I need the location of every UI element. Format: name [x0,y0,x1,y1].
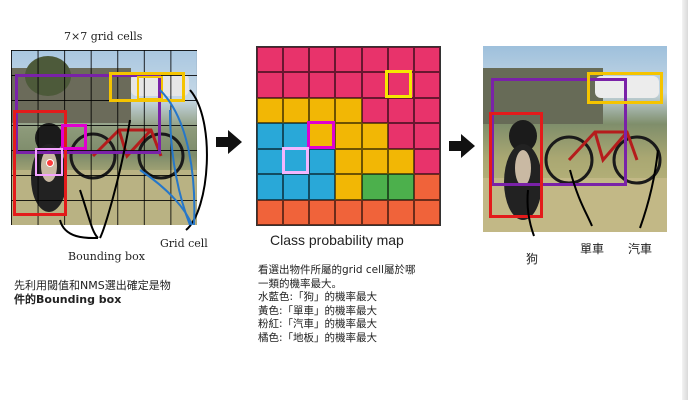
caption-left-line: 先利用閾值和NMS選出確定是物 [14,279,171,292]
caption-mid-line: 一類的機率最大。 [258,277,342,290]
grid-photo [11,50,197,225]
cpm-title: Class probability map [270,232,404,248]
caption-middle: 看選出物件所屬的grid cell屬於哪 一類的機率最大。 水藍色:「狗」的機率… [258,264,415,345]
arrow-right-icon [216,130,242,154]
caption-mid-line: 黃色:「單車」的機率最大 [258,304,378,317]
result-bbox-yellow [587,72,663,104]
dog-drawing [504,120,542,220]
caption-mid-line: 看選出物件所屬的grid cell屬於哪 [258,264,416,276]
bbox-magenta [61,124,87,150]
result-bbox-red [489,112,543,218]
arrow-right-icon [449,134,475,158]
label-bike: 單車 [580,242,605,256]
cpm-highlight-yellow [385,70,412,98]
grid-overlay [11,50,197,225]
caption-mid-line: 橘色:「地板」的機率最大 [258,331,378,344]
label-bounding-box: Bounding box [68,250,145,263]
result-annotation-curves [526,150,659,237]
class-probability-map [256,46,441,226]
label-car: 汽車 [628,242,653,256]
bbox-yellow [109,72,185,102]
annotation-curves [59,89,208,240]
label-grid-cell: Grid cell [160,237,208,250]
caption-mid-line: 粉紅:「汽車」的機率最大 [258,318,378,330]
bbox-yellow-inner [137,76,163,100]
label-dog: 狗 [526,252,539,266]
cpm-highlight-pink [282,147,309,174]
bbox-pink [35,148,63,176]
cpm-highlight-magenta [307,121,335,149]
result-bbox-purple [491,78,627,186]
caption-left: 先利用閾值和NMS選出確定是物 件的Bounding box [14,279,171,307]
caption-left-line: 件的Bounding box [14,293,122,306]
slide-edge [682,0,688,400]
caption-mid-line: 水藍色:「狗」的機率最大 [258,291,378,303]
grid-title: 7×7 grid cells [64,30,143,43]
bbox-purple [15,74,161,154]
bbox-red [13,110,67,216]
car-shape [595,76,659,98]
center-dot [46,159,54,167]
